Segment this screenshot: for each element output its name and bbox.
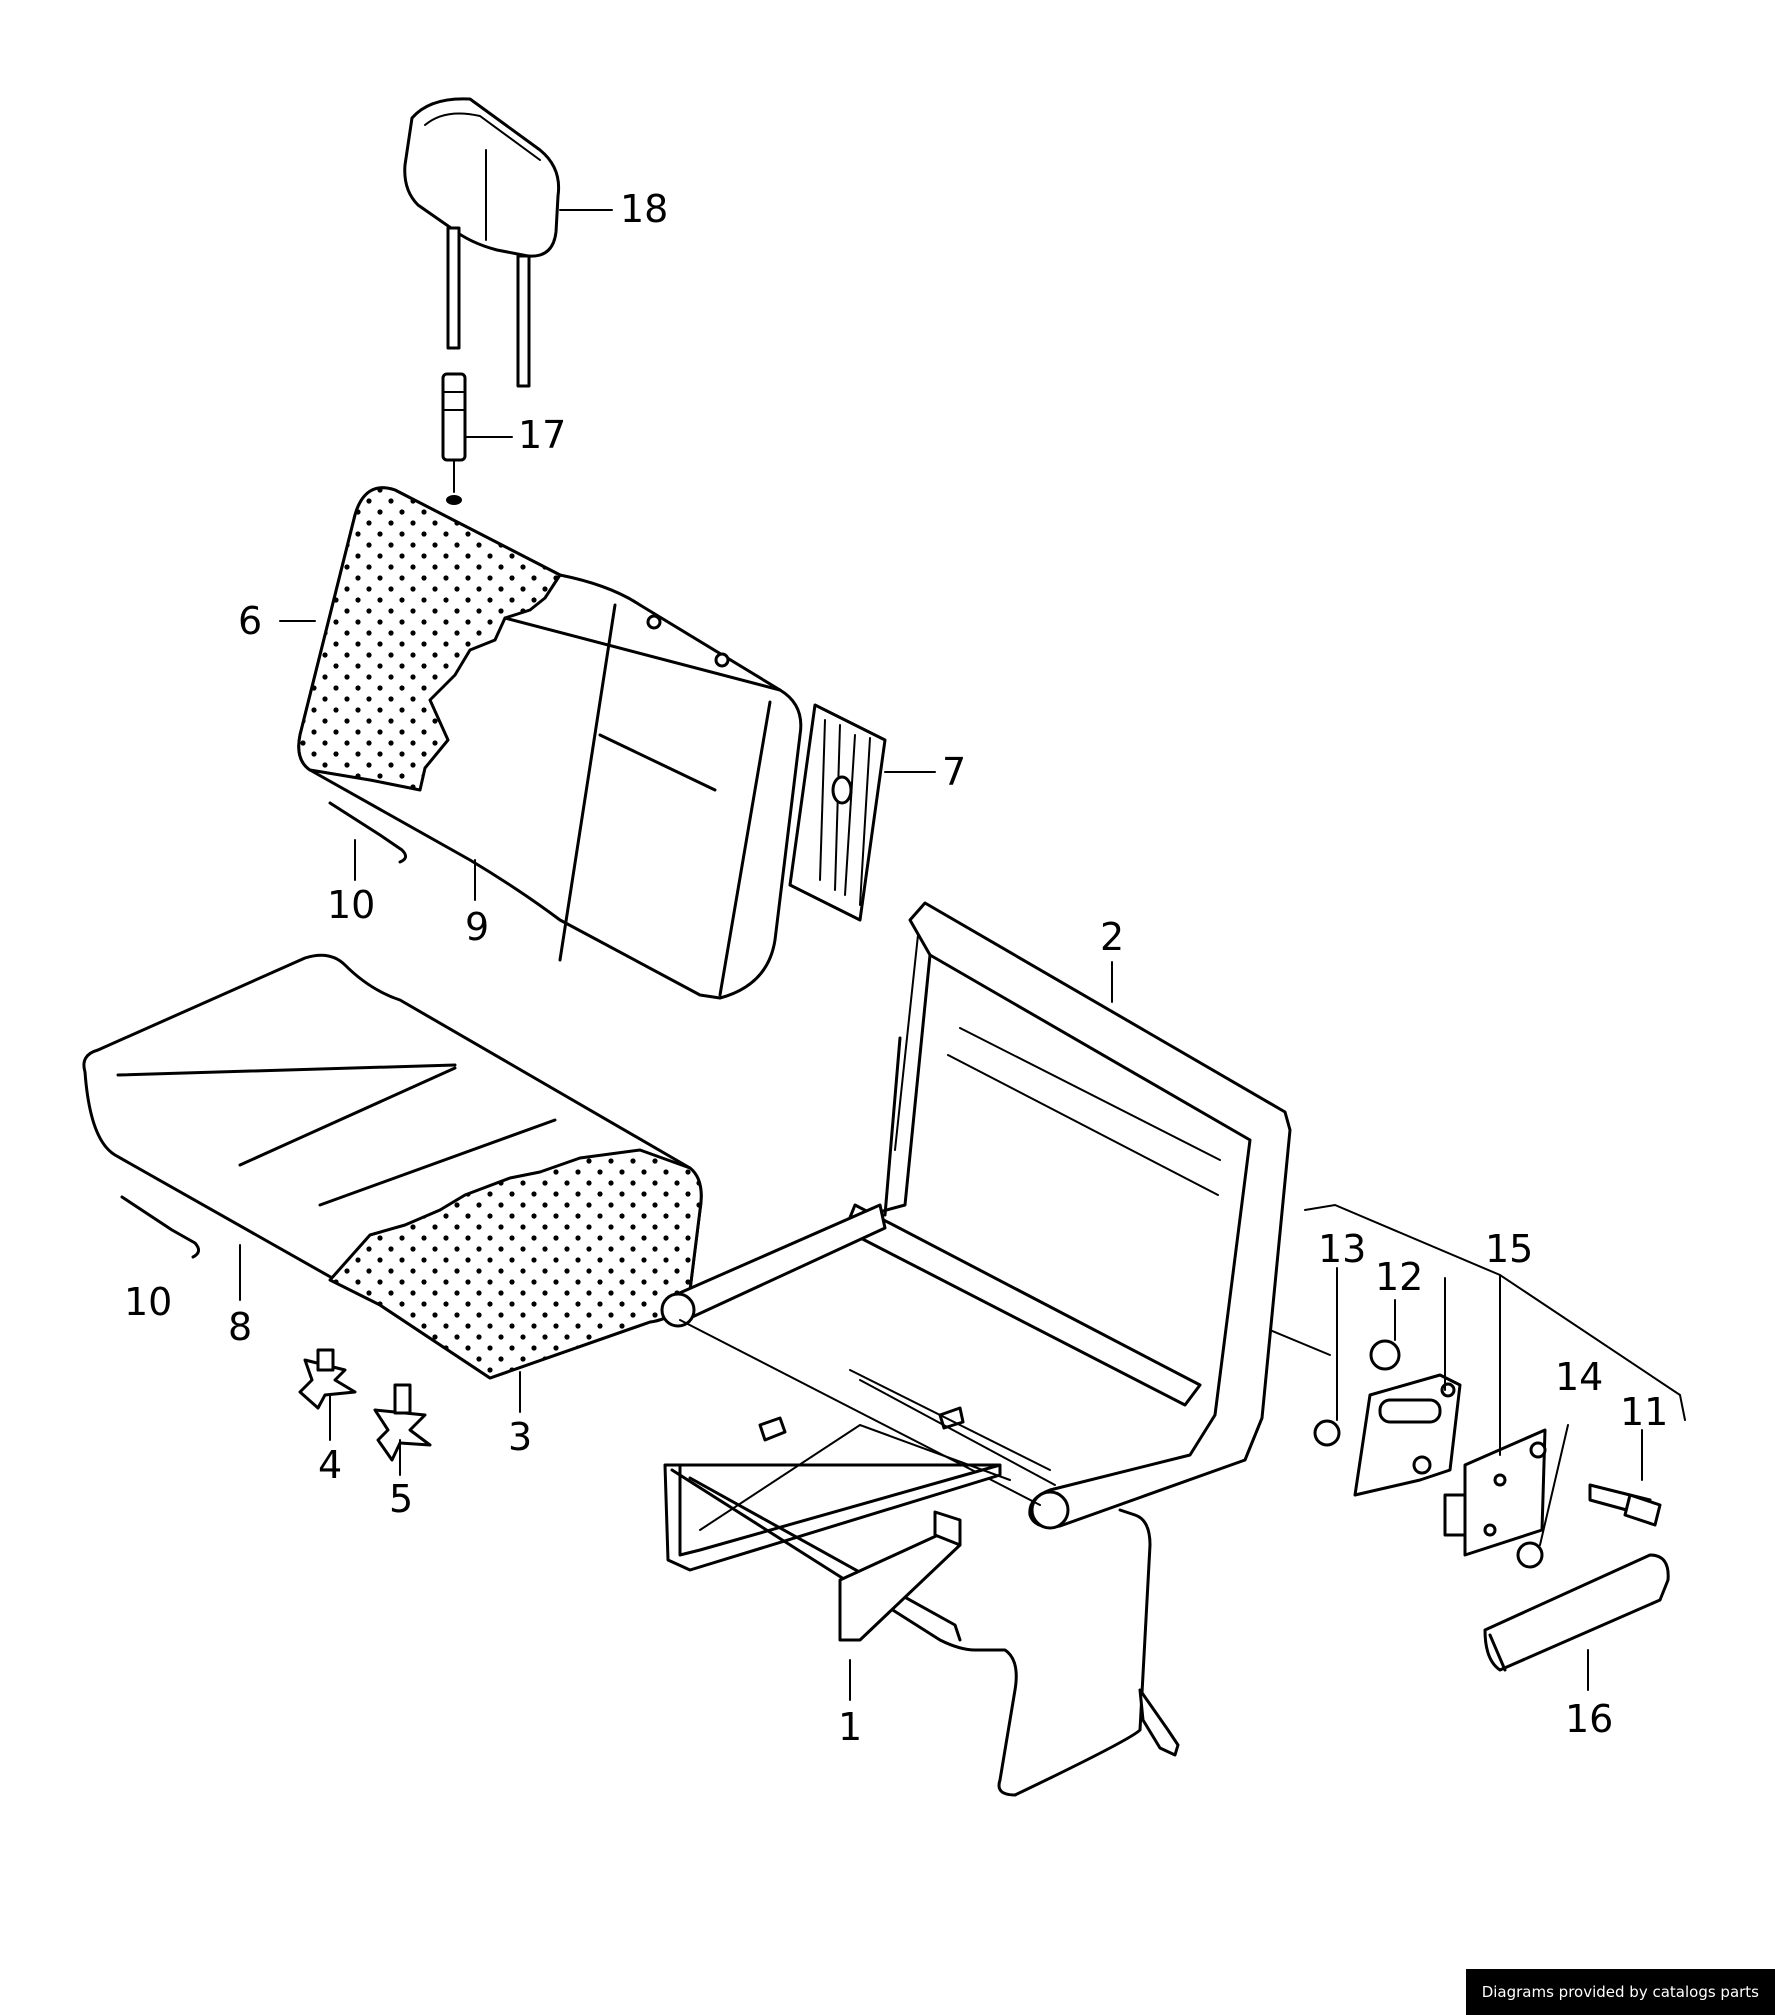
callout-17: 17 — [518, 413, 566, 457]
callout-6: 6 — [238, 599, 262, 643]
callout-9: 9 — [465, 905, 489, 949]
callout-18: 18 — [620, 187, 668, 231]
armrest-bracket — [1443, 1428, 1547, 1557]
clip-part-4 — [298, 1348, 357, 1410]
clip-part-5 — [373, 1383, 432, 1462]
callout-3: 3 — [508, 1415, 532, 1459]
backrest — [297, 486, 803, 1000]
base-frame — [663, 1369, 1180, 1797]
callout-labels: 18 17 6 7 10 9 2 10 8 3 4 5 1 13 12 15 1… — [124, 187, 1668, 1749]
clip-upper — [328, 801, 407, 864]
callout-16: 16 — [1565, 1697, 1613, 1741]
callout-10-upper: 10 — [327, 883, 375, 927]
callout-8: 8 — [228, 1305, 252, 1349]
callout-12: 12 — [1375, 1255, 1423, 1299]
callout-4: 4 — [318, 1443, 342, 1487]
callout-10-lower: 10 — [124, 1280, 172, 1324]
headrest — [403, 97, 561, 388]
trim-panel — [788, 703, 887, 922]
callout-11: 11 — [1620, 1390, 1668, 1434]
seat-cushion — [82, 953, 703, 1380]
callout-1: 1 — [838, 1705, 862, 1749]
leader-lines — [239, 209, 1686, 1701]
backrest-frame — [660, 901, 1292, 1530]
callout-2: 2 — [1100, 915, 1124, 959]
callout-13: 13 — [1318, 1227, 1366, 1271]
bolt — [1588, 1483, 1662, 1527]
diagram-credit: Diagrams provided by catalogs parts — [1465, 1969, 1775, 2015]
callout-7: 7 — [942, 750, 966, 794]
clip-lower — [120, 1195, 200, 1259]
hinge-bracket — [1313, 1339, 1462, 1497]
callout-5: 5 — [389, 1477, 413, 1521]
callout-15: 15 — [1485, 1227, 1533, 1271]
callout-14: 14 — [1555, 1355, 1603, 1399]
headrest-guide — [441, 372, 467, 505]
armrest — [1483, 1553, 1670, 1672]
washer — [1516, 1541, 1544, 1569]
